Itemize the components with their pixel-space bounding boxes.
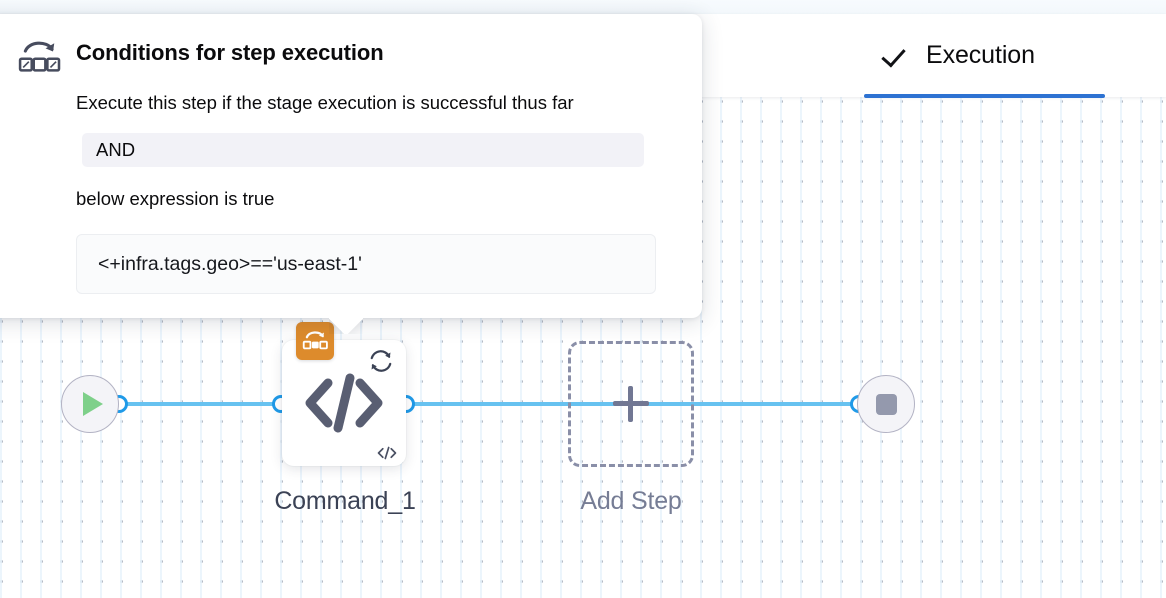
tab-execution[interactable]: Execution <box>884 14 1035 97</box>
play-icon <box>83 392 103 416</box>
add-step-label: Add Step <box>580 487 682 515</box>
tooltip-condition-line-2: below expression is true <box>76 188 275 209</box>
code-brackets-small-icon <box>377 446 397 460</box>
tooltip-notch <box>329 316 363 334</box>
stop-icon <box>875 393 897 415</box>
conditional-execution-icon <box>18 41 61 72</box>
pipeline-start-node[interactable] <box>61 375 119 433</box>
edge-step-to-addstep <box>398 402 638 406</box>
pipeline-end-node[interactable] <box>857 375 915 433</box>
code-brackets-icon <box>305 373 383 433</box>
tooltip-title: Conditions for step execution <box>76 40 384 65</box>
step-node-label: Command_1 <box>274 487 416 515</box>
conditional-execution-icon <box>302 331 328 350</box>
conditional-execution-tooltip: Conditions for step execution Execute th… <box>0 14 702 318</box>
tab-execution-label: Execution <box>926 41 1035 69</box>
tab-active-underline <box>864 94 1105 98</box>
edge-start-to-step <box>110 402 290 406</box>
check-icon <box>884 43 910 69</box>
loop-retry-icon <box>370 350 392 372</box>
tooltip-operator-field: AND <box>82 133 644 167</box>
conditional-execution-badge[interactable] <box>296 322 334 360</box>
add-step-button[interactable] <box>568 341 694 467</box>
plus-icon <box>613 386 649 422</box>
step-node-command-1[interactable] <box>282 322 406 466</box>
tooltip-expression-field: <+infra.tags.geo>=='us-east-1' <box>76 234 656 294</box>
tooltip-condition-line-1: Execute this step if the stage execution… <box>76 92 574 113</box>
edge-addstep-to-end <box>630 402 870 406</box>
